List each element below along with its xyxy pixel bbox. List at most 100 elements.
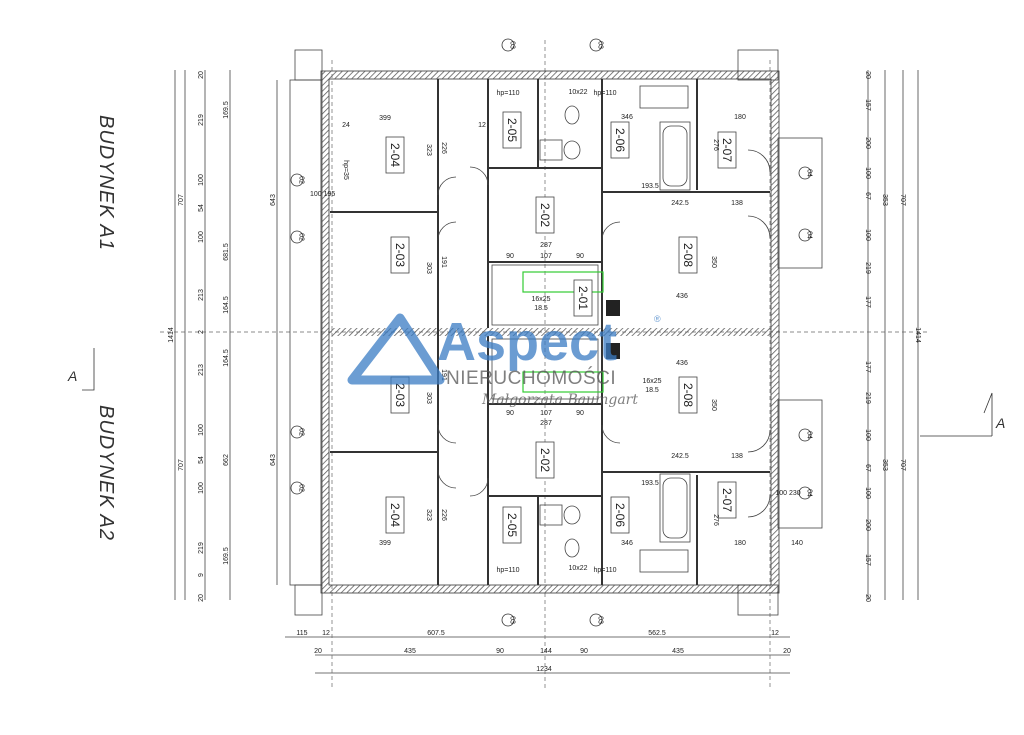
dimension-label: 100	[864, 229, 871, 241]
window-tag-circle	[589, 613, 603, 627]
stairs-rise-label: 18.5	[645, 387, 659, 394]
dimension-label: 1234	[536, 666, 552, 673]
building-label-a1: BUDYNEK A1	[95, 115, 117, 251]
dimension-label: 1414	[168, 327, 175, 343]
dimension-label: 20	[864, 71, 871, 79]
dimension-label: 100	[198, 231, 205, 243]
dimension-label: 350	[710, 399, 717, 411]
stairs-size-label: 16x25	[531, 296, 550, 303]
party-wall	[329, 328, 771, 336]
dimension-label: 20	[198, 71, 205, 79]
section-mark-label: A	[995, 415, 1005, 431]
dimension-label: hp=35	[342, 160, 349, 180]
room-label: 2-05	[505, 118, 519, 142]
dimension-label: 100	[198, 174, 205, 186]
building-label-a2: BUDYNEK A2	[95, 405, 117, 541]
dimension-label: 399	[379, 540, 391, 547]
window-tag-circle	[290, 425, 304, 439]
room-label-box	[390, 236, 410, 274]
outer-wall	[321, 71, 779, 593]
room-label-box	[678, 236, 698, 274]
dimension-label: 399	[379, 115, 391, 122]
dimension-label: 20	[783, 648, 791, 655]
dimension-label: 707	[178, 194, 185, 206]
dimension-label: 562.5	[648, 630, 666, 637]
dimension-label: 169.5	[223, 547, 230, 565]
section-mark-left: A	[67, 348, 95, 391]
dimension-label: 323	[425, 144, 432, 156]
room-label: 2-02	[538, 448, 552, 472]
dimension-label: 90	[580, 648, 588, 655]
dimension-label: 226	[440, 142, 447, 154]
bathroom-fixtures	[539, 85, 691, 573]
stairs-size-label: 16x25	[642, 378, 661, 385]
dimension-label: 213	[198, 364, 205, 376]
room-label-box	[717, 481, 737, 519]
room-label-box	[717, 131, 737, 169]
dimension-label: 107	[540, 253, 552, 260]
window-tag-label: 03	[597, 616, 604, 624]
stairs-rise-label: 18.5	[534, 305, 548, 312]
dimension-label: 90	[496, 648, 504, 655]
dimension-label: 12	[478, 122, 486, 129]
window-tag-label: 03	[509, 41, 516, 49]
dimension-label: 157	[864, 99, 871, 111]
dimension-label: 100	[198, 482, 205, 494]
interior-walls	[330, 79, 770, 585]
aspect-watermark-logo: Aspect ® NIERUCHOMOŚCI Małgorzata Baumga…	[347, 312, 661, 408]
dimension-label: 607.5	[427, 630, 445, 637]
dimension-label: 643	[270, 454, 277, 466]
dimension-label: 707	[899, 459, 906, 471]
dimension-label: 180	[734, 540, 746, 547]
dimension-label: 193.5	[641, 480, 659, 487]
room-label-box	[502, 506, 522, 544]
dimension-label: 144	[540, 648, 552, 655]
window-tag-circle	[290, 481, 304, 495]
room-label: 2-06	[613, 503, 627, 527]
dimension-label: 10x22	[568, 565, 587, 572]
dimension-label: 191	[440, 256, 447, 268]
dimension-label: 9	[198, 573, 205, 577]
section-mark-label: A	[67, 368, 77, 384]
window-tag-circle	[501, 38, 515, 52]
dimension-label: 169.5	[223, 101, 230, 119]
dimension-label: 54	[198, 456, 205, 464]
dimension-label: 303	[425, 392, 432, 404]
dimension-label: 219	[198, 114, 205, 126]
room-label-box	[610, 121, 630, 159]
dimension-label: 346	[621, 540, 633, 547]
dimension-label: 242.5	[671, 453, 689, 460]
dimension-label: 191	[440, 369, 447, 381]
dimension-label: 67	[864, 464, 871, 472]
dimension-label: 681.5	[223, 243, 230, 261]
dimension-label: 346	[621, 114, 633, 121]
dimension-label: 54	[198, 204, 205, 212]
dimension-label: 90	[506, 253, 514, 260]
watermark-brand: Aspect	[437, 312, 617, 372]
dimension-label: 12	[771, 630, 779, 637]
window-tag-label: 03	[597, 41, 604, 49]
room-label-box	[573, 279, 593, 317]
window-tag-label: 04	[806, 489, 813, 497]
window-tag-circle	[589, 38, 603, 52]
dimension-label: 180	[734, 114, 746, 121]
dimension-label: 662	[223, 454, 230, 466]
room-label: 2-07	[720, 488, 734, 512]
dimension-label: 193.5	[641, 183, 659, 190]
window-tag-circle	[501, 613, 515, 627]
section-mark-right: A	[920, 392, 1005, 437]
dimension-label: 353	[881, 194, 888, 206]
dimension-label: 157	[864, 554, 871, 566]
room-label: 2-06	[613, 128, 627, 152]
room-label: 2-03	[393, 383, 407, 407]
dimension-label: 200	[864, 137, 871, 149]
dimension-label: 350	[710, 256, 717, 268]
dimension-label: 10x22	[568, 89, 587, 96]
window-tag-circle	[290, 230, 304, 244]
dimension-label: hp=110	[593, 90, 616, 97]
dimension-label: 242.5	[671, 200, 689, 207]
